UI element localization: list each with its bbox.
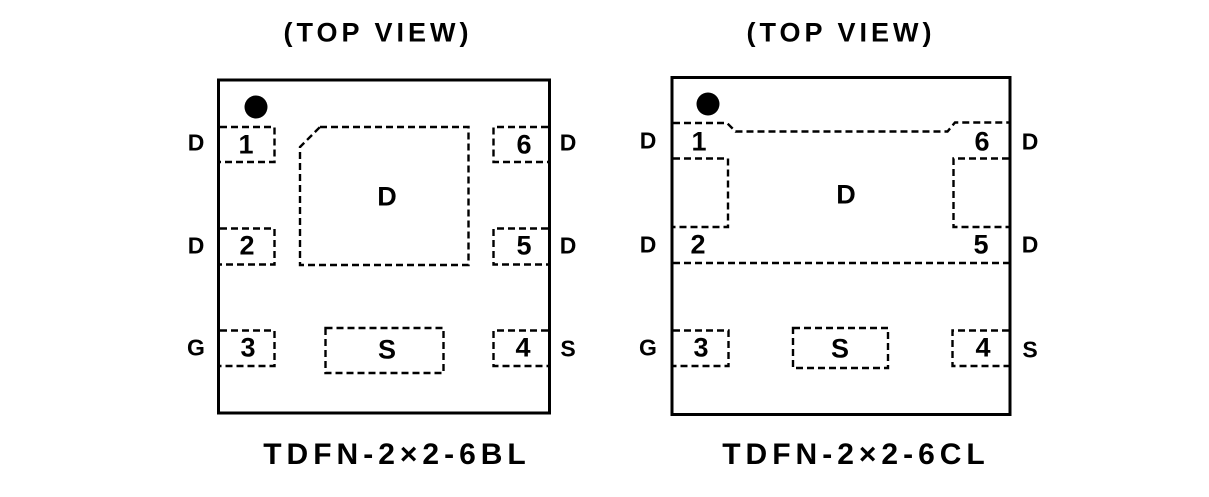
- pin-number-2-6cl: 2: [690, 229, 706, 260]
- view-title-6cl: (TOP VIEW): [746, 17, 936, 48]
- pin-function-3-6bl: G: [187, 334, 205, 361]
- left-side-notch-6cl: [673, 157, 730, 229]
- pin-pad-2-6bl: [220, 227, 276, 266]
- pin-number-3-6bl: 3: [240, 332, 256, 363]
- pin-pad-4-6cl: [951, 329, 1009, 368]
- pin-pad-3-6bl: [220, 329, 276, 368]
- pin-pad-6-6bl: [492, 125, 548, 164]
- source-pad-6cl: [791, 326, 890, 370]
- pin-function-2-6cl: D: [639, 231, 657, 258]
- source-pad-label-6cl: S: [830, 333, 850, 364]
- drain-pad-label-6bl: D: [377, 181, 397, 212]
- package-outline-6cl: [670, 76, 1012, 416]
- pin1-indicator-dot-6cl: [696, 92, 720, 116]
- pin-number-6-6bl: 6: [516, 129, 532, 160]
- pin-number-1-6bl: 1: [238, 129, 254, 160]
- package-outline-6bl: [217, 78, 551, 415]
- pin-function-5-6cl: D: [1021, 231, 1039, 258]
- pin-pad-1-6bl: [220, 125, 276, 164]
- package-name-6cl: TDFN-2×2-6CL: [722, 438, 990, 471]
- source-pad-label-6bl: S: [377, 334, 397, 365]
- pin-number-1-6cl: 1: [691, 126, 707, 157]
- pin-pad-5-6bl: [492, 227, 548, 266]
- pin-function-2-6bl: D: [187, 232, 205, 259]
- pin-number-4-6bl: 4: [515, 332, 531, 363]
- pin-number-5-6bl: 5: [516, 230, 532, 261]
- drain-region-top-edge-6cl: [673, 121, 1009, 133]
- right-side-notch-6cl: [952, 157, 1009, 229]
- pin-number-6-6cl: 6: [974, 126, 990, 157]
- pin-pad-3-6cl: [673, 329, 730, 368]
- package-name-6bl: TDFN-2×2-6BL: [263, 438, 531, 471]
- pin-function-3-6cl: G: [639, 334, 657, 361]
- pin-function-5-6bl: D: [559, 232, 577, 259]
- pin-number-5-6cl: 5: [973, 229, 989, 260]
- pin-pad-4-6bl: [492, 329, 548, 368]
- pin-function-1-6cl: D: [639, 127, 657, 154]
- pin-function-6-6cl: D: [1021, 128, 1039, 155]
- pin-function-6-6bl: D: [559, 129, 577, 156]
- source-pad-6bl: [324, 326, 445, 375]
- view-title-6bl: (TOP VIEW): [283, 17, 473, 48]
- drain-pad-label-6cl: D: [836, 179, 856, 210]
- pin-number-3-6cl: 3: [693, 332, 709, 363]
- pin-function-4-6cl: S: [1022, 336, 1038, 363]
- pin-function-1-6bl: D: [187, 129, 205, 156]
- pin-function-4-6bl: S: [560, 335, 576, 362]
- pin-number-4-6cl: 4: [975, 332, 991, 363]
- pin-number-2-6bl: 2: [239, 230, 255, 261]
- center-drain-pad-6bl: [298, 125, 470, 267]
- pin1-indicator-dot-6bl: [244, 95, 268, 119]
